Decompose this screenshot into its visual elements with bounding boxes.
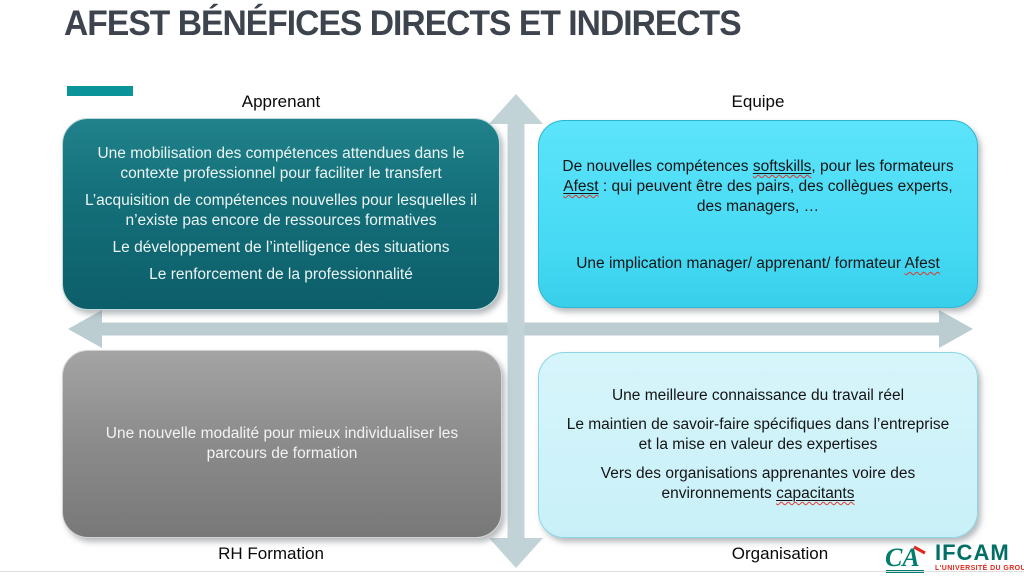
- quadrant-label-apprenant: Apprenant: [241, 92, 321, 111]
- horizontal-axis-arrow: [68, 310, 973, 348]
- logo-tagline: L'UNIVERSITÉ DU GROUPE: [935, 565, 1024, 572]
- quadrant-paragraph: Le maintien de savoir-faire spécifiques …: [566, 416, 950, 453]
- quadrant-paragraph: Une meilleure connaissance du travail ré…: [611, 387, 905, 404]
- slide-title: AFEST BÉNÉFICES DIRECTS ET INDIRECTS: [64, 4, 742, 43]
- quadrant-box-organisation: Une meilleure connaissance du travail ré…: [538, 352, 978, 538]
- quadrant-box-apprenant: Une mobilisation des compétences attendu…: [62, 118, 500, 310]
- quadrant-paragraph: Vers des organisations apprenantes voire…: [600, 465, 916, 502]
- quadrant-paragraph: Une mobilisation des compétences attendu…: [97, 144, 465, 182]
- quadrant-paragraph: Une implication manager/ apprenant/ form…: [576, 255, 940, 272]
- quadrant-paragraph: Une nouvelle modalité pour mieux individ…: [105, 425, 459, 462]
- quadrant-paragraph: Le développement de l’intelligence des s…: [112, 238, 450, 256]
- quadrant-box-rh-formation: Une nouvelle modalité pour mieux individ…: [62, 350, 502, 538]
- quadrant-label-rh-formation: RH Formation: [218, 544, 324, 563]
- quadrant-box-equipe: De nouvelles compétences softskills, pou…: [538, 120, 978, 308]
- slide-bottom-divider: [0, 571, 1024, 572]
- quadrant-label-organisation: Organisation: [731, 544, 829, 563]
- quadrant-paragraph: De nouvelles compétences softskills, pou…: [562, 158, 954, 215]
- quadrant-paragraph: L’acquisition de compétences nouvelles p…: [84, 191, 478, 229]
- accent-bar: [67, 86, 133, 96]
- logo-name: IFCAM: [935, 540, 1010, 565]
- quadrant-paragraph: Le renforcement de la professionnalité: [149, 265, 413, 283]
- quadrant-label-equipe: Equipe: [731, 92, 785, 111]
